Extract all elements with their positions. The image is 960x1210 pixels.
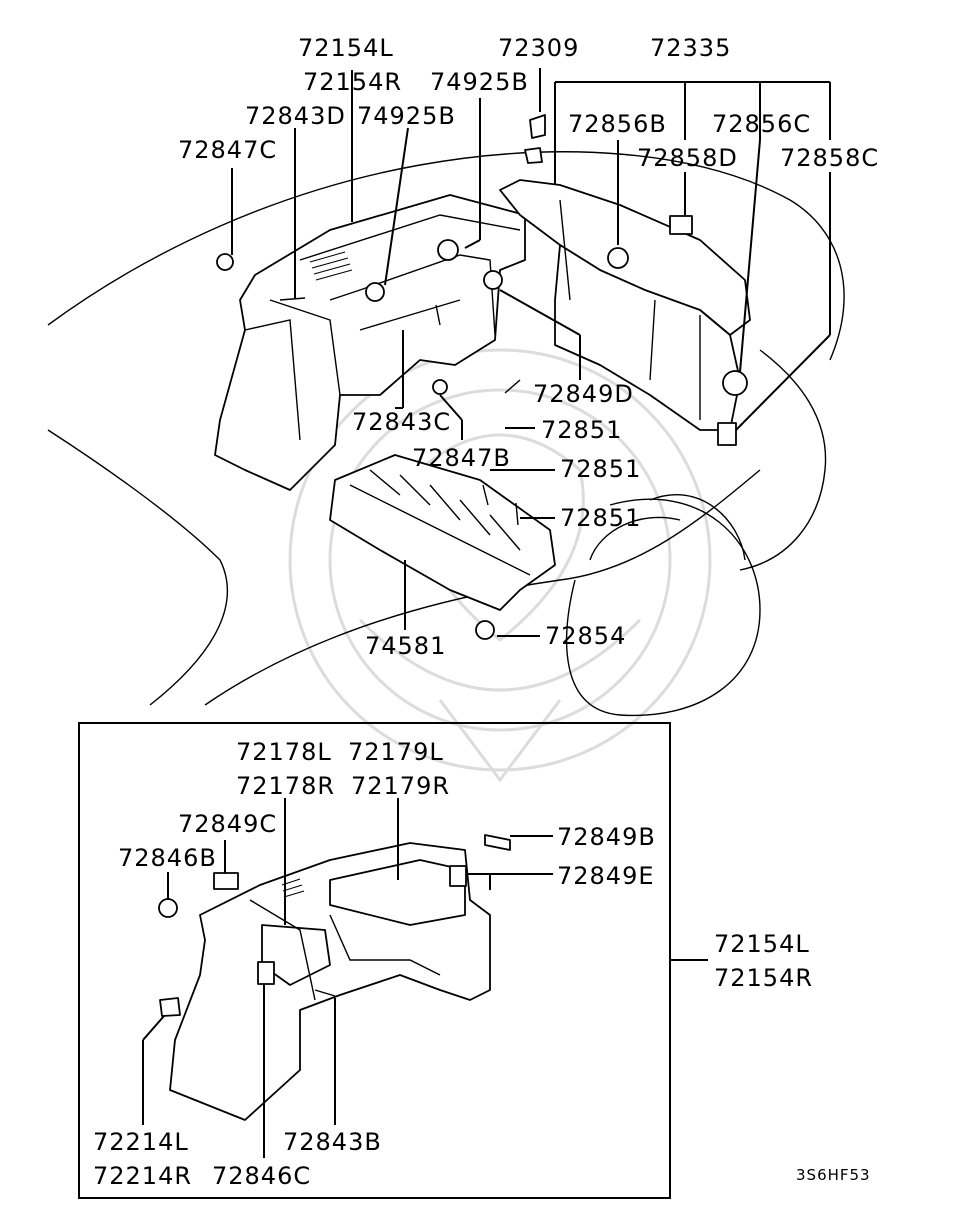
callout-72179R: 72179R [351, 772, 450, 800]
callout-72849B: 72849B [557, 823, 656, 851]
callout-72846B: 72846B [118, 844, 217, 872]
leader-lines [231, 68, 831, 637]
callout-72847C: 72847C [178, 136, 277, 164]
callout-72154R: 72154R [303, 68, 402, 96]
callout-72154L: 72154L [298, 34, 394, 62]
callout-72849C: 72849C [178, 810, 277, 838]
inset-box: 72178L 72179L 72178R 72179R 72849C 72849… [78, 722, 671, 1199]
callout-72851-a: 72851 [541, 416, 622, 444]
callout-72335: 72335 [650, 34, 731, 62]
inset-reference: 72154L 72154R [670, 930, 813, 992]
callout-72178L: 72178L [236, 738, 332, 766]
callout-72849D: 72849D [533, 380, 634, 408]
inset-callout-labels: 72178L 72179L 72178R 72179R 72849C 72849… [93, 738, 656, 1190]
callout-74581: 74581 [365, 632, 446, 660]
callout-inset-72154L: 72154L [714, 930, 810, 958]
callout-74925B-b: 74925B [357, 102, 456, 130]
callout-72843D: 72843D [245, 102, 346, 130]
callout-72858C: 72858C [780, 144, 879, 172]
callout-72178R: 72178R [236, 772, 335, 800]
callout-72214L: 72214L [93, 1128, 189, 1156]
diagram-code: 3S6HF53 [796, 1166, 871, 1184]
callout-72846C: 72846C [212, 1162, 311, 1190]
inset-leader-lines [142, 798, 553, 1158]
callout-72858D: 72858D [637, 144, 738, 172]
callout-72847B: 72847B [412, 444, 511, 472]
callout-72854: 72854 [545, 622, 626, 650]
watermark-emblem [288, 348, 712, 783]
callout-72179L: 72179L [348, 738, 444, 766]
callout-74925B-a: 74925B [430, 68, 529, 96]
callout-72214R: 72214R [93, 1162, 192, 1190]
callout-inset-72154R: 72154R [714, 964, 813, 992]
inset-quarter-trim-panel [169, 842, 491, 1121]
inset-fastener-clips [158, 834, 511, 1017]
fastener-clips [216, 114, 748, 640]
callout-labels: 72154L 72154R 72309 72335 74925B 72843D … [178, 34, 879, 660]
callout-72309: 72309 [498, 34, 579, 62]
vent-grille [309, 251, 353, 281]
callout-72843B: 72843B [283, 1128, 382, 1156]
callout-72849E: 72849E [557, 862, 655, 890]
callout-72851-b: 72851 [560, 455, 641, 483]
vehicle-body-outline [47, 151, 845, 717]
floor-side-trim [329, 454, 556, 611]
quarter-trim-panel [214, 194, 526, 491]
callout-72843C: 72843C [352, 408, 451, 436]
callout-72851-c: 72851 [560, 504, 641, 532]
callout-72856B: 72856B [568, 110, 667, 138]
callout-72856C: 72856C [712, 110, 811, 138]
